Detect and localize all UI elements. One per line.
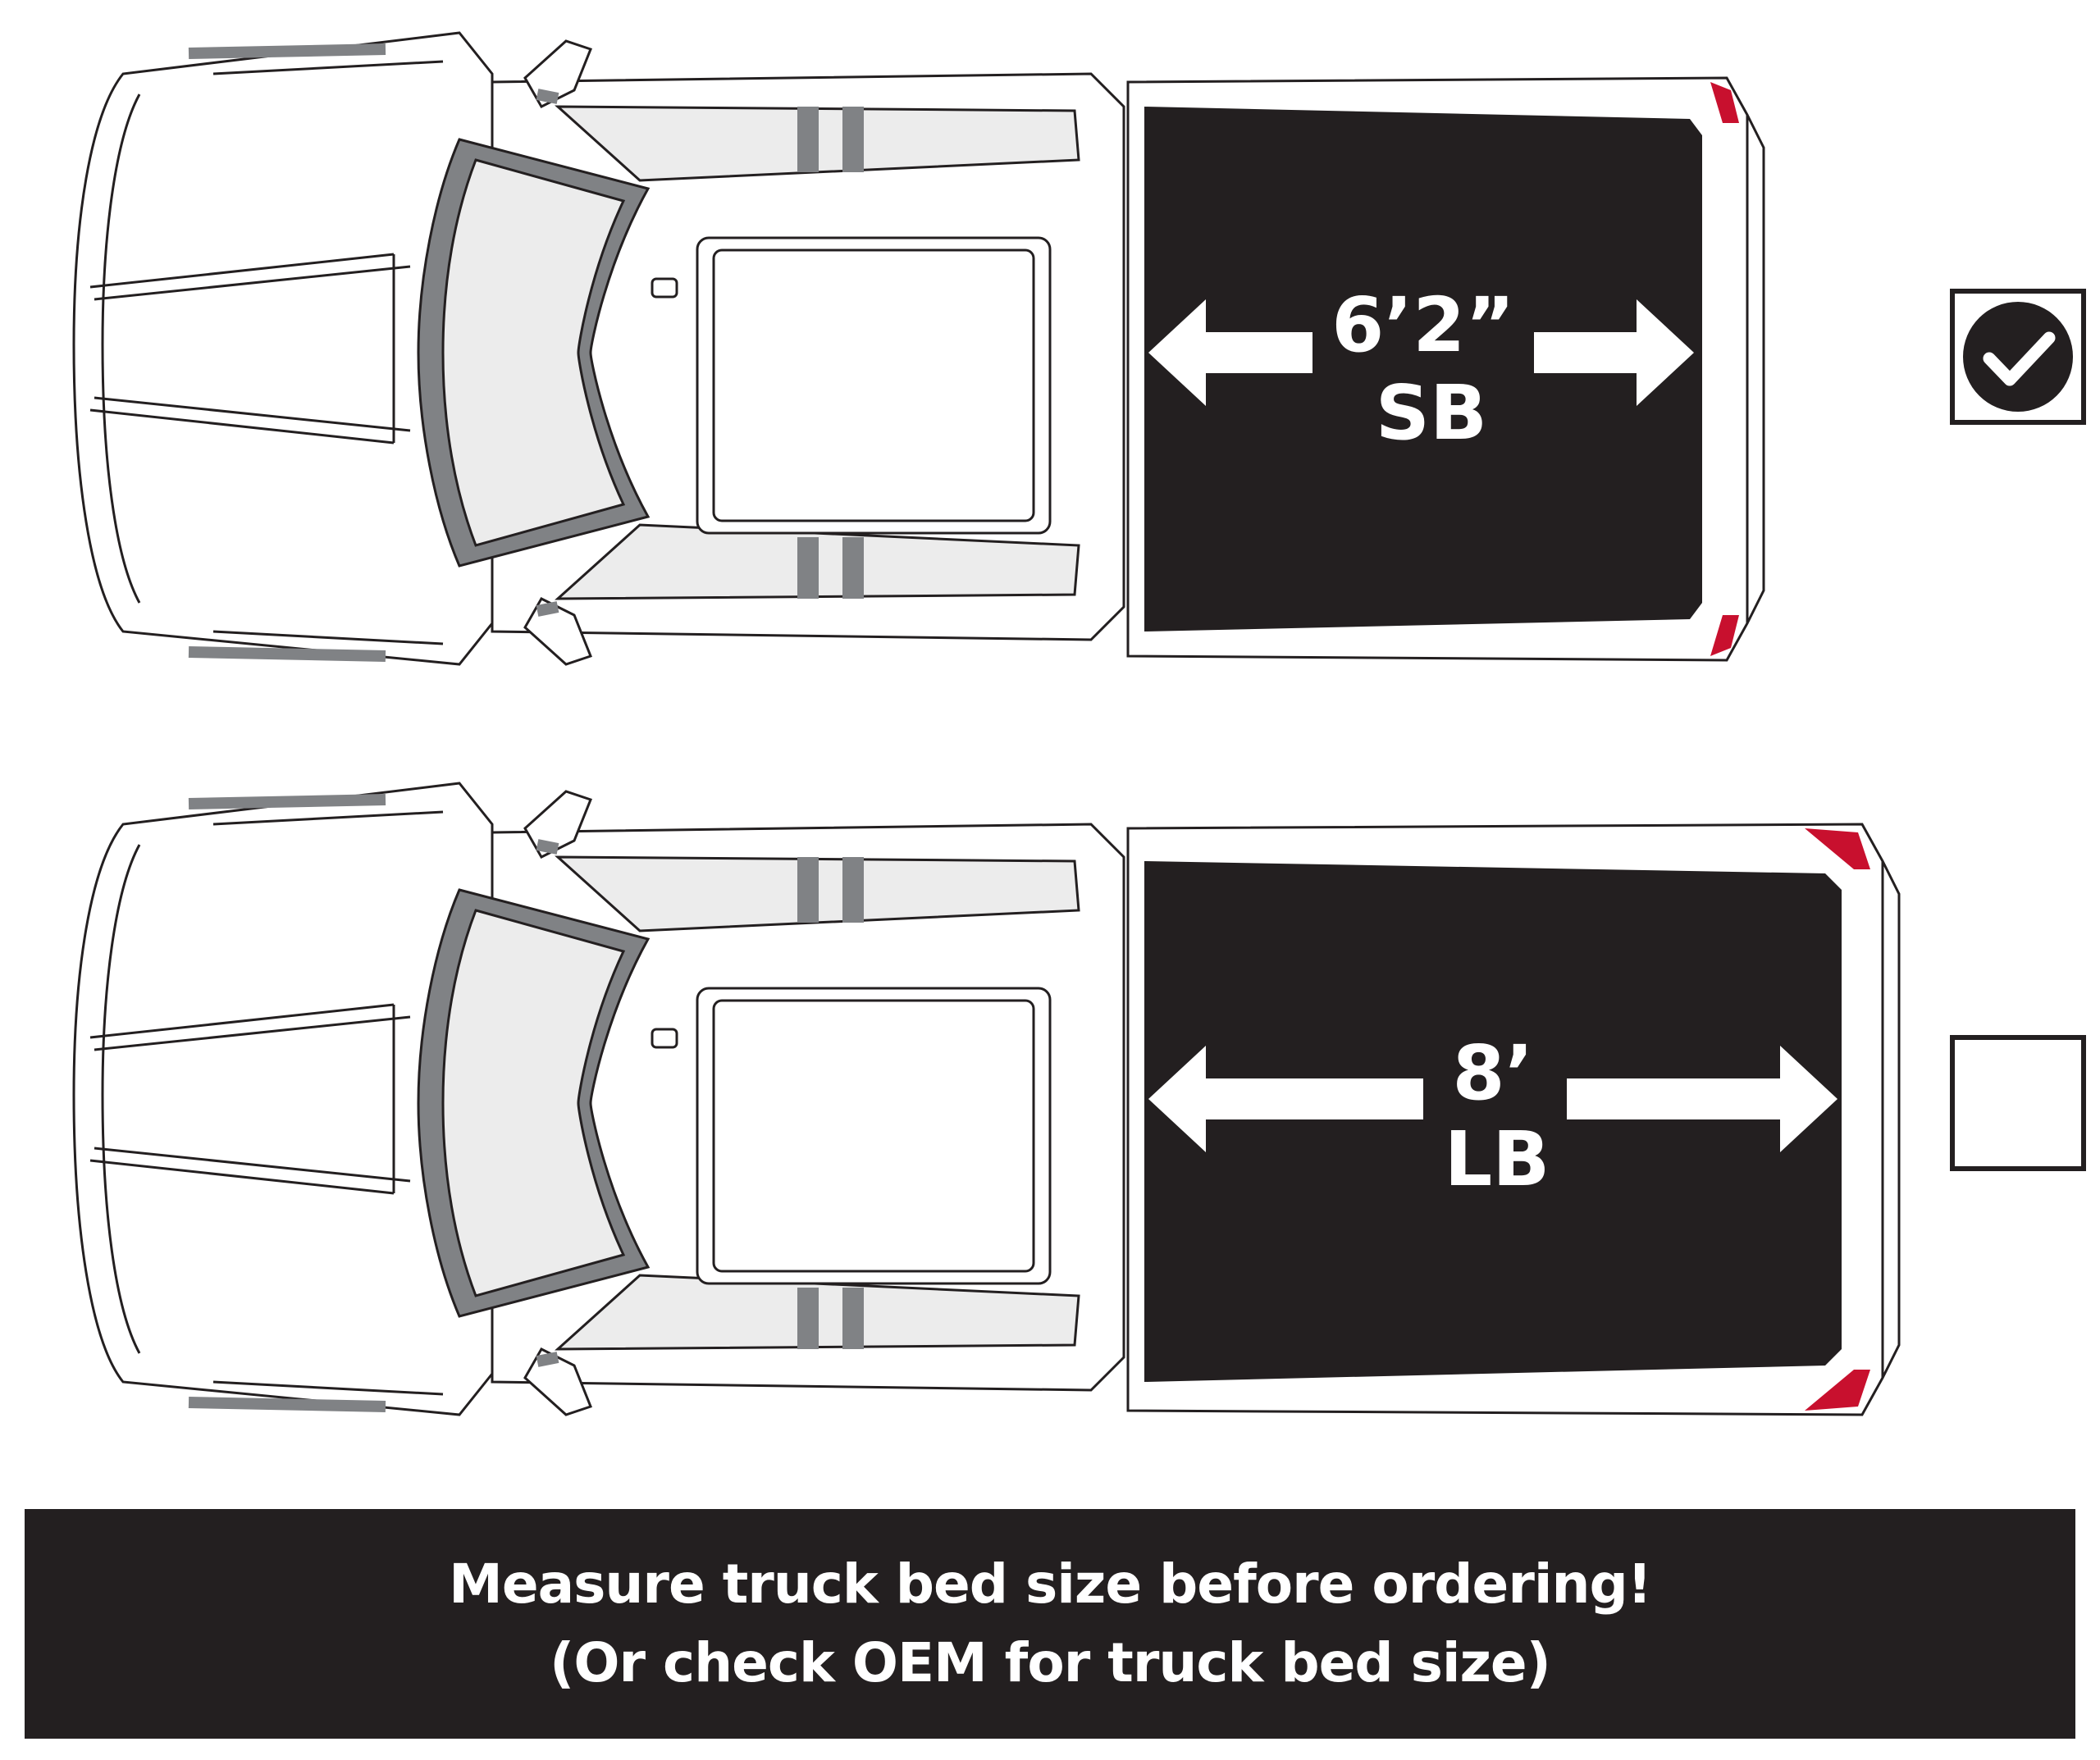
truck-1-size-label: 6’2” <box>1331 281 1514 369</box>
notice-line-1: Measure truck bed size before ordering! <box>449 1553 1652 1616</box>
truck-2-taillight-bottom <box>1805 1370 1870 1411</box>
truck-1-bed <box>1144 107 1702 632</box>
truck-2-right-arrow <box>1567 1046 1838 1152</box>
notice-line-2: (Or check OEM for truck bed size) <box>550 1631 1551 1694</box>
truck-1-taillight-top <box>1710 82 1739 123</box>
truck-2-cab <box>74 783 1124 1415</box>
truck-1-taillight-bottom <box>1710 615 1739 656</box>
checkbox-short-bed[interactable] <box>1950 289 2086 425</box>
checkmark-icon <box>1983 331 2056 386</box>
truck-2-diagram: 8’ LB <box>74 783 1901 1415</box>
notice-banner: Measure truck bed size before ordering! … <box>25 1509 2075 1739</box>
truck-1-right-arrow <box>1534 299 1694 406</box>
check-circle-icon <box>1963 302 2073 412</box>
truck-2-taillight-top <box>1805 828 1870 869</box>
truck-2-bed <box>1144 861 1842 1382</box>
truck-1-bed-label: SB <box>1376 369 1487 457</box>
truck-2-left-arrow <box>1148 1046 1423 1152</box>
truck-1-cab <box>74 33 1124 664</box>
truck-2-size-label: 8’ <box>1453 1029 1534 1117</box>
truck-2-bed-label: LB <box>1445 1115 1550 1203</box>
checkbox-long-bed[interactable] <box>1950 1035 2086 1171</box>
truck-1-left-arrow <box>1148 299 1312 406</box>
truck-1-diagram: 6’2” SB <box>74 33 1765 664</box>
